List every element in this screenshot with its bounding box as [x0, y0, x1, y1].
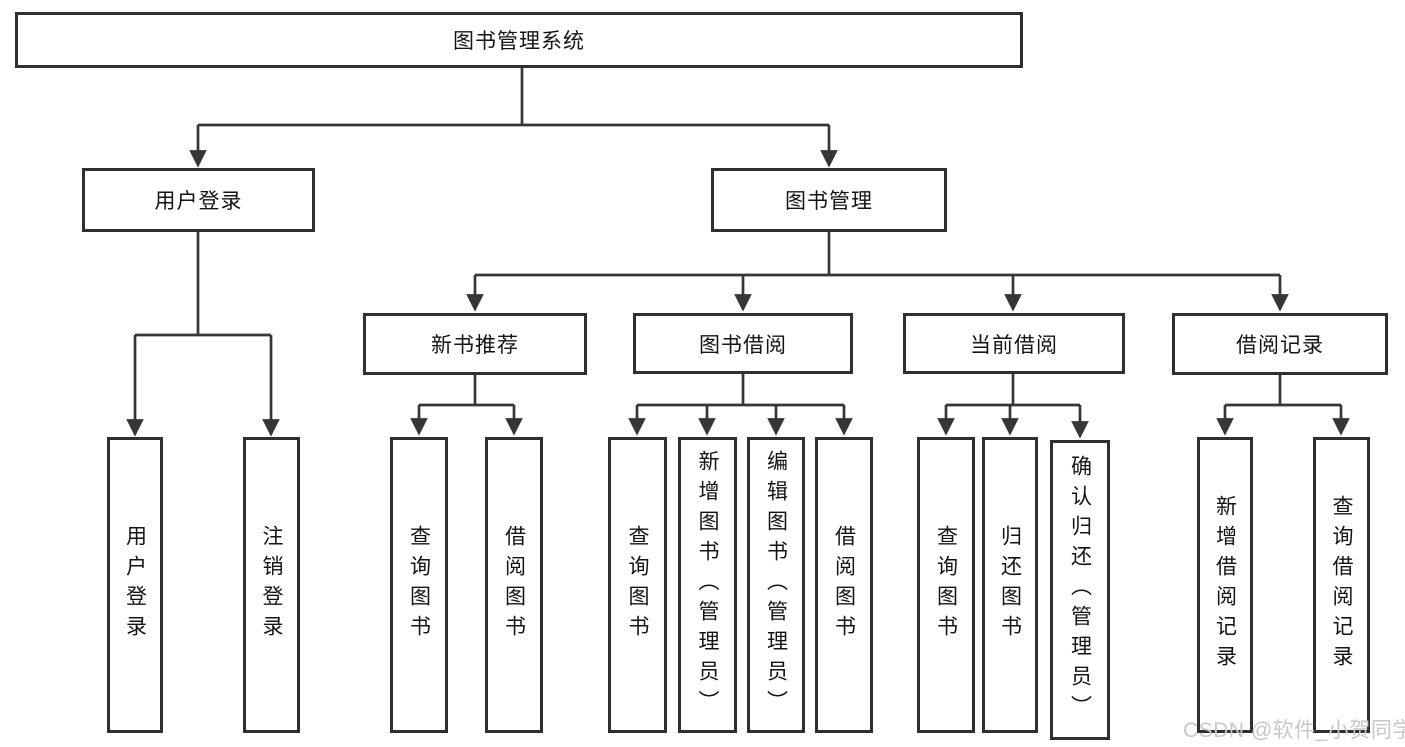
node-label: 用户登录 [154, 190, 243, 213]
node-label: 编辑图书（管理员） [764, 450, 788, 720]
node-label: 注销登录 [260, 525, 283, 645]
node-label: 图书管理 [785, 190, 873, 213]
node-book-management: 图书管理 [711, 168, 947, 232]
node-leaf-query-books-recommend: 查询图书 [390, 437, 448, 733]
node-label: 当前借阅 [970, 333, 1058, 357]
node-label: 确认归还（管理员） [1068, 455, 1092, 725]
node-label: 查询图书 [407, 525, 431, 645]
node-label: 借阅图书 [502, 525, 526, 645]
node-leaf-confirm-return-admin: 确认归还（管理员） [1050, 440, 1110, 740]
node-leaf-return-books: 归还图书 [982, 437, 1038, 733]
connector-borrowing-records-trunk [1225, 375, 1341, 407]
node-leaf-add-books-admin: 新增图书（管理员） [678, 437, 737, 733]
node-label: 新增图书（管理员） [696, 450, 719, 720]
node-label: 借阅图书 [832, 525, 856, 645]
node-book-borrowing: 图书借阅 [633, 313, 853, 374]
node-label: 归还图书 [998, 525, 1022, 645]
connector-user-login-trunk [135, 232, 271, 337]
node-leaf-logout: 注销登录 [243, 437, 300, 733]
node-leaf-query-borrow-record: 查询借阅记录 [1313, 437, 1370, 733]
connector-new-book-trunk [419, 375, 514, 407]
node-label: 借阅记录 [1236, 334, 1324, 357]
node-label: 查询图书 [934, 525, 958, 645]
node-leaf-edit-books-admin: 编辑图书（管理员） [747, 437, 805, 733]
node-label: 新增借阅记录 [1213, 495, 1237, 675]
node-leaf-borrow-books: 借阅图书 [815, 437, 873, 733]
node-current-borrowing: 当前借阅 [903, 313, 1125, 374]
node-leaf-query-books-borrowing: 查询图书 [608, 437, 667, 733]
connector-book-management-trunk [475, 232, 1280, 277]
node-label: 新书推荐 [431, 334, 519, 357]
node-label: 用户登录 [123, 525, 147, 645]
node-label: 查询借阅记录 [1330, 495, 1353, 675]
node-label: 查询图书 [626, 525, 649, 645]
node-leaf-borrow-books-recommend: 借阅图书 [485, 437, 543, 733]
connector-root-trunk [198, 68, 829, 127]
node-new-book-recommend: 新书推荐 [363, 313, 587, 375]
node-leaf-query-books-current: 查询图书 [917, 437, 975, 733]
node-leaf-user-login: 用户登录 [107, 437, 163, 733]
watermark: CSDN @软件_小贺同学 [1183, 719, 1405, 742]
node-leaf-add-borrow-record: 新增借阅记录 [1197, 437, 1253, 733]
node-label: 图书借阅 [699, 333, 787, 357]
connector-book-borrowing-trunk [637, 374, 844, 407]
node-label: 图书管理系统 [453, 30, 585, 53]
node-borrowing-records: 借阅记录 [1172, 313, 1388, 375]
node-root: 图书管理系统 [15, 12, 1023, 68]
connector-current-borrowing-trunk [946, 374, 1080, 407]
node-user-login: 用户登录 [82, 168, 315, 232]
